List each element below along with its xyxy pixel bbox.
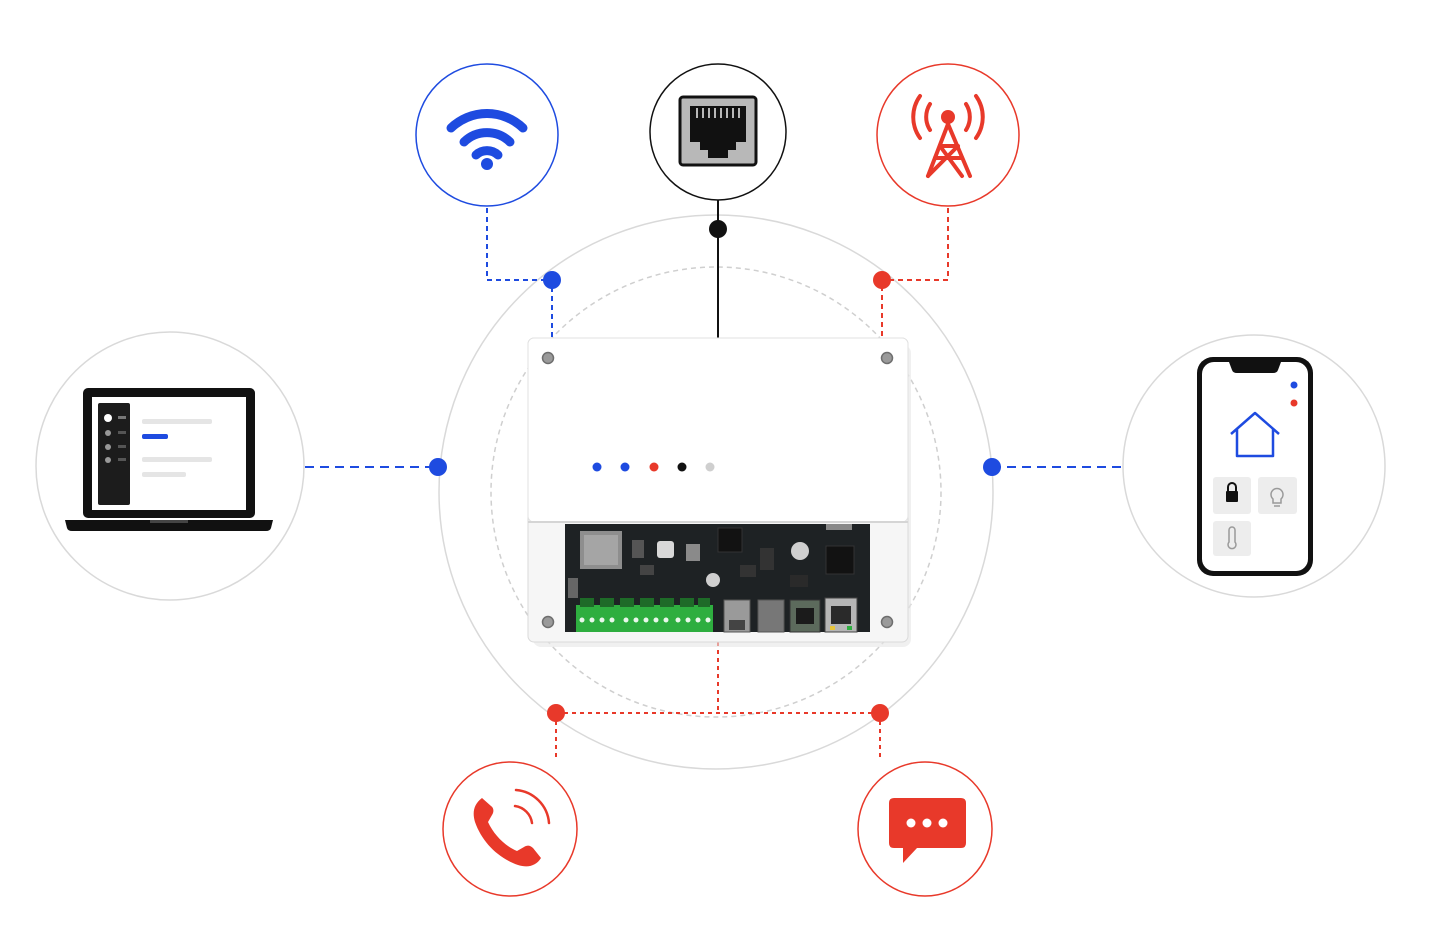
control-panel-device xyxy=(527,337,911,647)
status-led-blue-2 xyxy=(620,462,630,472)
status-led-black xyxy=(677,462,687,472)
phone-call-dot xyxy=(547,704,565,722)
ethernet-node xyxy=(649,63,787,201)
inner-dashed-ring xyxy=(490,266,942,718)
outer-ring xyxy=(438,214,994,770)
sim-slot xyxy=(757,599,785,633)
status-led-blue-1 xyxy=(592,462,602,472)
device-lid xyxy=(527,337,909,523)
smartphone-node xyxy=(1122,334,1386,598)
cell-tower-icon xyxy=(911,94,985,178)
sms-dot xyxy=(871,704,889,722)
usb-port xyxy=(723,599,751,633)
thermometer-icon xyxy=(1227,526,1237,550)
laptop-icon xyxy=(65,388,273,531)
connector-dots xyxy=(429,220,1001,722)
smartphone-app-icon xyxy=(1197,357,1313,576)
lock-icon xyxy=(1226,482,1238,502)
cellular-dot xyxy=(873,271,891,289)
wifi-connector xyxy=(486,208,553,338)
status-led-gray xyxy=(705,462,715,472)
laptop-node xyxy=(35,331,305,601)
wifi-dot xyxy=(543,271,561,289)
cellular-connector xyxy=(881,208,949,338)
laptop-dot xyxy=(429,458,447,476)
ethernet-dot xyxy=(709,220,727,238)
smartphone-dot xyxy=(983,458,1001,476)
status-leds xyxy=(592,462,715,472)
cellular-node xyxy=(876,63,1020,207)
sms-node xyxy=(857,761,993,897)
ethernet-port-icon xyxy=(678,95,758,167)
phone-call-node xyxy=(442,761,578,897)
phone-call-icon xyxy=(473,788,551,867)
status-led-red xyxy=(649,462,659,472)
bulb-icon xyxy=(1270,487,1284,507)
sms-chat-icon xyxy=(889,798,966,863)
screws xyxy=(541,351,894,629)
wifi-node xyxy=(415,63,559,207)
pcb-board xyxy=(565,524,870,633)
wifi-icon xyxy=(446,109,528,160)
